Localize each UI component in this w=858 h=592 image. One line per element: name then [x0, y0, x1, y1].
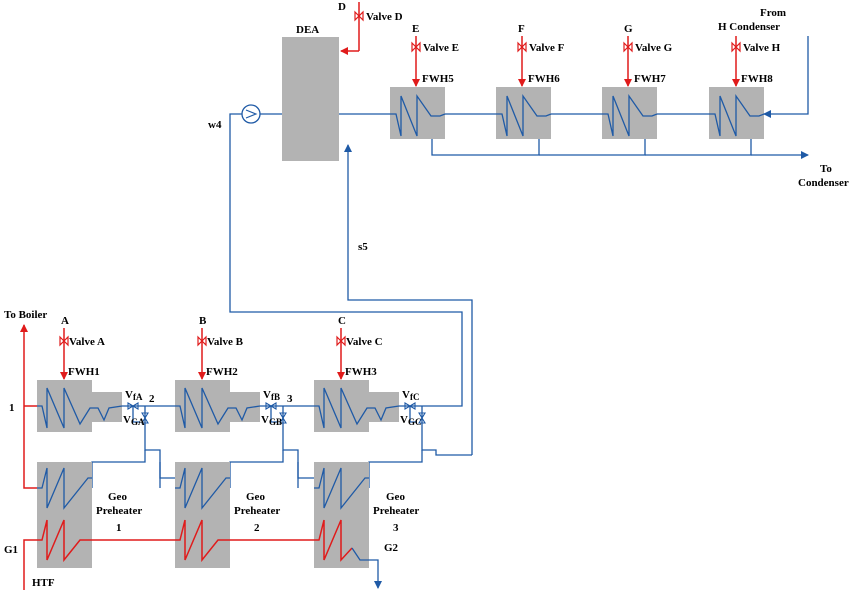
svg-text:VfC: VfC — [402, 389, 419, 402]
svg-text:Geo: Geo — [386, 491, 405, 503]
dea-label: DEA — [296, 24, 319, 36]
svg-text:VfA: VfA — [125, 389, 143, 402]
drain-7-8 — [645, 139, 752, 156]
geo-preheater-1 — [37, 462, 92, 568]
w4-label: w4 — [208, 119, 222, 131]
s5-line — [344, 144, 473, 455]
svg-text:3: 3 — [287, 393, 293, 405]
svg-text:A: A — [61, 315, 69, 327]
extraction-h: Valve H FWH8 — [731, 36, 781, 87]
svg-text:VGB: VGB — [261, 414, 282, 427]
svg-text:B: B — [199, 315, 207, 327]
svg-text:C: C — [338, 315, 346, 327]
g2-outlet-line — [351, 547, 382, 589]
extraction-a: A Valve A FWH1 VfA VGA 2 Geo Preheater 1 — [59, 315, 155, 534]
svg-text:E: E — [412, 23, 419, 35]
svg-text:FWH5: FWH5 — [422, 73, 454, 85]
drain-5-6 — [431, 139, 540, 156]
to-boiler-label: To Boiler — [4, 309, 47, 321]
g2-label: G2 — [384, 542, 399, 554]
svg-text:G: G — [624, 23, 633, 35]
svg-text:Valve A: Valve A — [69, 336, 105, 348]
extraction-g: G Valve G FWH7 — [623, 23, 673, 87]
svg-text:F: F — [518, 23, 525, 35]
fwh6 — [496, 87, 552, 139]
svg-text:Preheater: Preheater — [234, 505, 280, 517]
extraction-c: C Valve C FWH3 VfC VGC Geo Preheater 3 — [336, 315, 421, 534]
fwh1 — [37, 380, 123, 432]
htf-line — [23, 539, 37, 590]
svg-text:Valve E: Valve E — [423, 42, 459, 54]
svg-text:Geo: Geo — [246, 491, 265, 503]
to-condenser-text-1: To — [820, 163, 832, 175]
svg-text:2: 2 — [254, 522, 260, 534]
svg-text:FWH6: FWH6 — [528, 73, 560, 85]
svg-text:Valve G: Valve G — [635, 42, 673, 54]
state-1-label: 1 — [9, 402, 15, 414]
svg-text:3: 3 — [393, 522, 399, 534]
extraction-e: E Valve E FWH5 — [411, 23, 459, 87]
svg-text:Valve C: Valve C — [346, 336, 383, 348]
svg-text:FWH8: FWH8 — [741, 73, 773, 85]
fwh7 — [602, 87, 658, 139]
geo-preheater-2 — [175, 462, 230, 568]
geo-preheater-3 — [314, 462, 369, 568]
svg-text:Geo: Geo — [108, 491, 127, 503]
svg-text:Preheater: Preheater — [373, 505, 419, 517]
deaerator — [282, 37, 339, 161]
svg-text:FWH3: FWH3 — [345, 366, 377, 378]
svg-text:VfB: VfB — [263, 389, 280, 402]
extraction-b: B Valve B FWH2 VfB VGB 3 Geo Preheater 2 — [197, 315, 293, 534]
svg-text:FWH1: FWH1 — [68, 366, 100, 378]
from-condenser-line — [763, 36, 809, 118]
htf-label: HTF — [32, 577, 55, 589]
fwh5 — [390, 87, 446, 139]
svg-text:FWH2: FWH2 — [206, 366, 238, 378]
svg-text:Valve F: Valve F — [529, 42, 565, 54]
svg-text:Valve H: Valve H — [743, 42, 781, 54]
svg-text:Valve B: Valve B — [207, 336, 244, 348]
valve-d-label: Valve D — [366, 11, 403, 23]
svg-text:VGC: VGC — [400, 414, 421, 427]
s5-label: s5 — [358, 241, 368, 253]
g1-label: G1 — [4, 544, 18, 556]
fwh8 — [709, 87, 765, 139]
fwh3 — [314, 380, 400, 432]
svg-text:1: 1 — [116, 522, 122, 534]
svg-text:Preheater: Preheater — [96, 505, 142, 517]
svg-text:VGA: VGA — [123, 414, 145, 427]
svg-text:2: 2 — [149, 393, 155, 405]
from-condenser-text-2: H Condenser — [718, 21, 780, 33]
to-boiler-line — [20, 324, 37, 489]
feedwater-return-line — [229, 113, 463, 407]
svg-text:FWH7: FWH7 — [634, 73, 666, 85]
extraction-f: F Valve F FWH6 — [517, 23, 565, 87]
fwh2 — [175, 380, 261, 432]
drain-6-7 — [539, 139, 646, 156]
stream-d-label: D — [338, 1, 346, 13]
to-condenser-text-2: Condenser — [798, 177, 849, 189]
from-condenser-text-1: From — [760, 7, 786, 19]
